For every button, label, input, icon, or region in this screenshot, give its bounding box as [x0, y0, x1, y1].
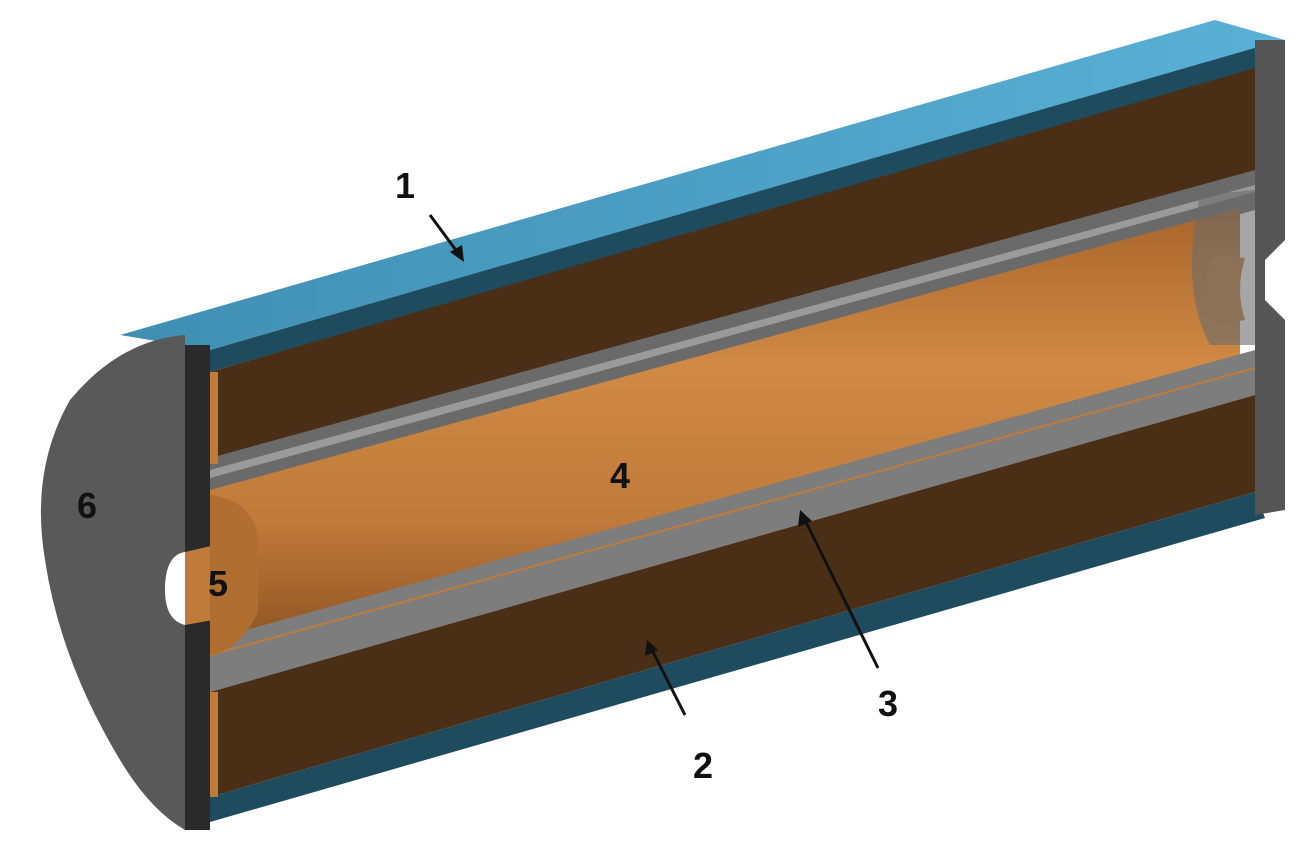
label-4: 4	[610, 455, 630, 496]
left-strip-top	[210, 372, 218, 464]
outer-shell-top-inner	[210, 45, 1265, 372]
label-2: 2	[693, 745, 713, 786]
tube-upper-stripe	[210, 185, 1255, 478]
label-1: 1	[395, 165, 415, 206]
core-cylinder	[210, 208, 1240, 655]
insulation-top	[210, 68, 1255, 462]
outer-shell-bottom	[210, 492, 1265, 822]
label-6: 6	[77, 485, 97, 526]
left-end-cap	[40, 335, 185, 830]
insulation-bottom	[210, 395, 1255, 797]
right-shoulder	[1192, 190, 1255, 345]
tube-lower-edge	[209, 367, 1256, 656]
left-strip-bottom	[210, 692, 218, 797]
label-5: 5	[208, 563, 228, 604]
label-3: 3	[878, 683, 898, 724]
tube-lower	[210, 350, 1255, 692]
left-core-end	[210, 495, 258, 655]
annotation-arrows	[428, 214, 880, 716]
right-flange	[1255, 40, 1285, 515]
outer-shell-top	[120, 20, 1285, 350]
